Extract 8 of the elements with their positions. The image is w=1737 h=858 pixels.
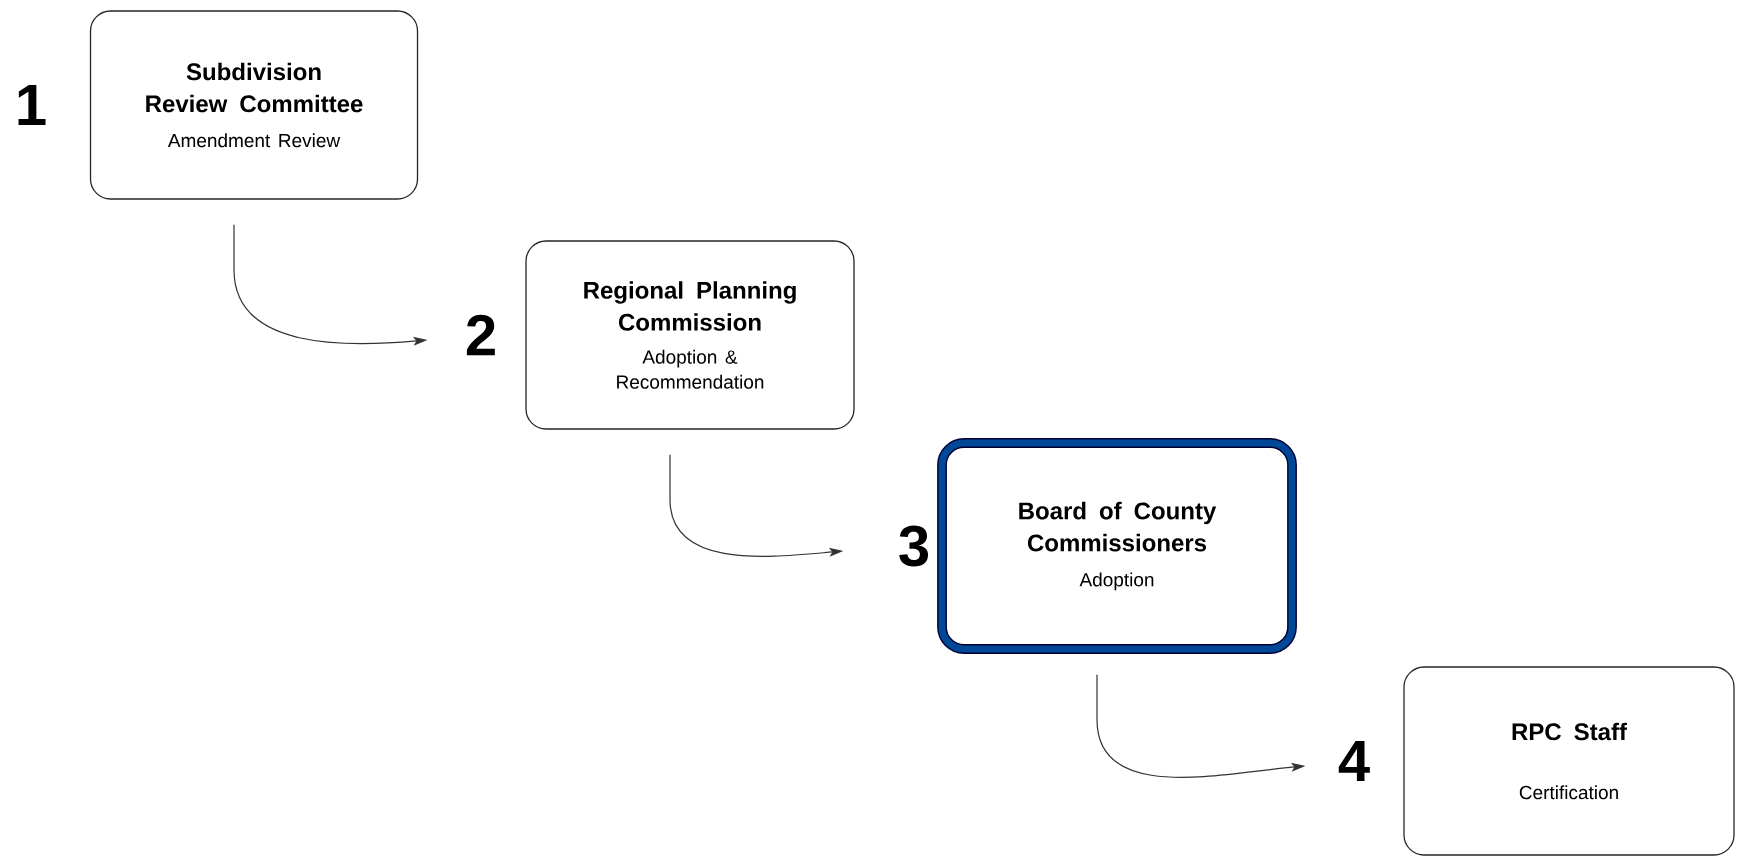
highlighted-step-box: Board of County Commissioners Adoption xyxy=(937,438,1297,654)
step-number: 2 xyxy=(466,314,495,356)
step-number: 4 xyxy=(1338,741,1370,781)
step-box: Regional Planning Commission Adoption & Recommendation xyxy=(525,240,855,430)
step-box: RPC Staff Certification xyxy=(1403,666,1735,856)
step-box: Subdivision Review Committee Amendment Review xyxy=(89,10,419,200)
step-number: 3 xyxy=(899,525,929,567)
step-number: 1 xyxy=(18,85,46,125)
